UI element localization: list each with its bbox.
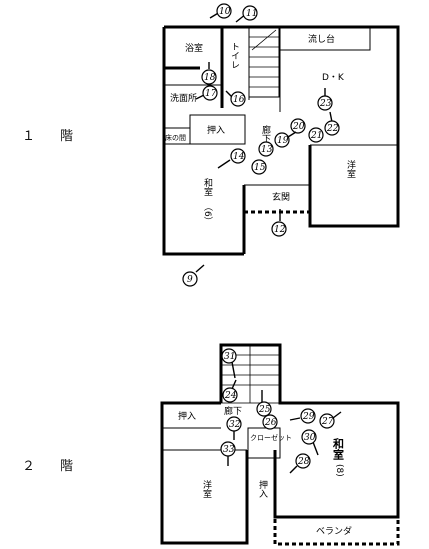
svg-text:27: 27: [321, 417, 334, 427]
marker-23: 23: [317, 88, 333, 111]
marker-32: 32: [226, 416, 242, 440]
room2-veranda: ベランダ: [316, 525, 352, 537]
room-closet: 押入: [207, 124, 225, 136]
markers: 10 11 18 17 16 20 19 21 22 23 13 14 15 1…: [182, 3, 342, 474]
marker-9: 9: [182, 264, 205, 287]
stair-1f-steps: [249, 29, 279, 88]
first-floor-top-wall: [164, 25, 400, 228]
svg-text:19: 19: [277, 136, 289, 146]
svg-text:9: 9: [187, 275, 193, 285]
marker-26: 26: [262, 414, 278, 430]
room2-west: 洋室: [201, 479, 212, 498]
room-japanese-size: （6）: [202, 202, 213, 226]
room2-closet-left: 押入: [178, 410, 196, 422]
svg-text:14: 14: [233, 152, 245, 162]
svg-text:13: 13: [261, 145, 273, 155]
marker-17: 17: [195, 85, 218, 101]
marker-12: 12: [271, 209, 287, 237]
room-japanese: 和室: [202, 178, 213, 196]
marker-21: 21: [308, 127, 324, 143]
marker-31: 31: [221, 348, 237, 379]
marker-16: 16: [225, 90, 246, 107]
svg-text:23: 23: [319, 99, 332, 109]
second-floor-left-wall: [160, 401, 249, 545]
marker-25: 25: [256, 390, 272, 417]
marker-10: 10: [209, 3, 232, 19]
veranda: [273, 515, 400, 546]
stair-1f: [248, 26, 280, 98]
svg-text:24: 24: [224, 391, 237, 401]
room-entrance: 玄関: [272, 191, 290, 203]
svg-text:12: 12: [274, 225, 286, 235]
room2-wardrobe: クローゼット: [250, 433, 292, 442]
svg-text:21: 21: [310, 131, 322, 141]
svg-text:29: 29: [302, 412, 315, 422]
svg-text:22: 22: [326, 124, 339, 134]
stair-2f: [220, 344, 281, 404]
room-tokonoma: 床の間: [165, 133, 186, 142]
svg-text:32: 32: [229, 420, 241, 430]
svg-text:15: 15: [254, 163, 266, 173]
wardrobe: [247, 427, 281, 459]
marker-30: 30: [301, 429, 319, 456]
room2-japanese: 和室: [332, 437, 345, 460]
room-bath: 浴室: [185, 42, 203, 54]
marker-28: 28: [289, 453, 311, 474]
marker-13: 13: [258, 141, 274, 157]
room2-hall: 廊下: [224, 405, 242, 417]
room-dk: D・K: [322, 73, 345, 83]
marker-20: 20: [290, 118, 306, 134]
svg-text:17: 17: [205, 89, 217, 99]
marker-27: 27: [319, 411, 342, 429]
first-floor-plan: 浴室 トイレ 流し台 D・K 洗面所 押入 床の間 廊下 洋室 和室 （6） 玄…: [162, 25, 400, 256]
marker-29: 29: [289, 408, 316, 424]
marker-33: 33: [220, 441, 236, 466]
svg-text:10: 10: [219, 7, 231, 17]
floor-label-2: ２ 階: [22, 459, 80, 474]
svg-text:28: 28: [297, 457, 310, 467]
marker-14: 14: [217, 148, 246, 169]
svg-text:11: 11: [246, 9, 257, 19]
room-west: 洋室: [345, 159, 356, 178]
svg-text:26: 26: [264, 418, 277, 428]
marker-22: 22: [324, 111, 340, 136]
room-hall: 廊下: [260, 124, 271, 144]
svg-text:31: 31: [224, 352, 235, 362]
room-sink: 流し台: [308, 33, 335, 45]
svg-text:30: 30: [304, 433, 316, 443]
svg-text:16: 16: [233, 95, 245, 105]
marker-15: 15: [251, 159, 267, 175]
second-floor-plan: 押入 廊下 クローゼット 和室 (8) 洋室 押入 ベランダ: [160, 343, 400, 546]
svg-text:18: 18: [204, 73, 216, 83]
room-toilet: トイレ: [229, 42, 240, 69]
svg-text:20: 20: [292, 122, 305, 132]
svg-text:33: 33: [223, 445, 235, 455]
first-floor-left-wall: [162, 27, 244, 256]
marker-19: 19: [274, 131, 297, 148]
sink-counter: [279, 27, 371, 51]
svg-text:25: 25: [258, 405, 271, 415]
room2-japanese-size: (8): [334, 464, 344, 477]
room-washroom: 洗面所: [170, 92, 197, 104]
floor-label-1: １ 階: [22, 129, 80, 144]
room2-closet-small: 押入: [257, 479, 268, 498]
marker-18: 18: [201, 62, 217, 85]
marker-24: 24: [222, 379, 238, 403]
marker-11: 11: [235, 5, 258, 23]
